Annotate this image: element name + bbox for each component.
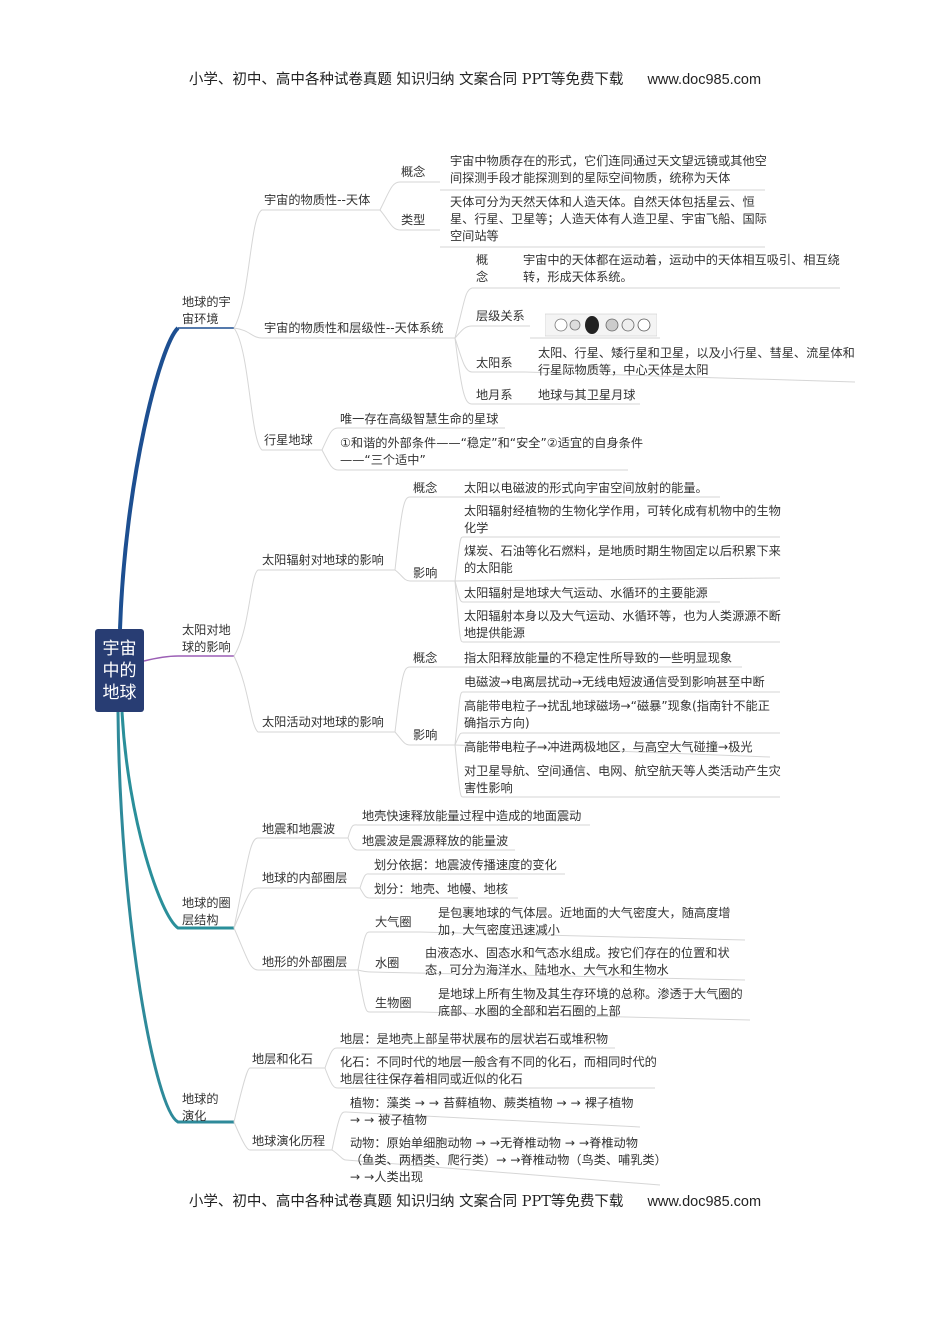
node-radiation-impact-1: 太阳辐射经植物的生物化学作用，可转化成有机物中的生物化学 xyxy=(464,504,781,535)
node-celestial-systems[interactable]: 宇宙的物质性和层级性--天体系统 xyxy=(264,321,444,335)
node-inner-line1: 划分依据：地震波传播速度的变化 xyxy=(374,858,557,872)
node-solar-system-text: 太阳、行星、矮行星和卫星，以及小行星、彗星、流星体和行星际物质等，中心天体是太阳 xyxy=(538,346,855,377)
node-strata-line: 地层：是地壳上部呈带状展布的层状岩石或堆积物 xyxy=(340,1032,609,1046)
node-planet-earth[interactable]: 行星地球 xyxy=(264,433,313,447)
node-solar-system-label[interactable]: 太阳系 xyxy=(476,356,513,370)
branch-earth-spheres[interactable]: 地球的圈层结构 xyxy=(182,896,231,927)
node-radiation-concept-label[interactable]: 概念 xyxy=(413,481,438,495)
node-activity-impact-2: 高能带电粒子→扰乱地球磁场→“磁暴”现象(指南针不能正确指示方向) xyxy=(464,699,770,730)
node-radiation-impact-2: 煤炭、石油等化石燃料，是地质时期生物固定以后积累下来的太阳能 xyxy=(464,544,781,575)
node-inner-spheres[interactable]: 地球的内部圈层 xyxy=(262,871,348,885)
footer-text: 小学、初中、高中各种试卷真题 知识归纳 文案合同 PPT等免费下载 xyxy=(188,1194,624,1210)
branch-line-2 xyxy=(143,655,234,662)
node-earth-moon-text: 地球与其卫星月球 xyxy=(538,388,636,402)
node-radiation-impact-4: 太阳辐射本身以及大气运动、水循环等，也为人类源源不断地提供能源 xyxy=(464,609,781,640)
node-activity-impact-1: 电磁波→电离层扰动→无线电短波通信受到影响甚至中断 xyxy=(464,675,765,689)
node-earth-line1: 唯一存在高级智慧生命的星球 xyxy=(340,412,499,426)
node-fossils-line: 化石：不同时代的地层一般含有不同的化石，而相同时代的地层往往保存着相同或近似的化… xyxy=(340,1055,657,1086)
node-plants-line: 植物：藻类 → → 苔藓植物、蕨类植物 → → 裸子植物 → → 被子植物 xyxy=(350,1096,634,1127)
node-hierarchy-label[interactable]: 层级关系 xyxy=(476,309,525,323)
node-activity-impact-4: 对卫星导航、空间通信、电网、航空航天等人类活动产生灾害性影响 xyxy=(464,764,781,795)
branch-line-4 xyxy=(116,711,234,1124)
node-earthquake-line2: 地震波是震源释放的能量波 xyxy=(362,834,509,848)
branch-line-1 xyxy=(118,326,180,630)
node-atmosphere-text: 是包裹地球的气体层。近地面的大气密度大，随高度增加，大气密度迅速减小 xyxy=(438,906,731,937)
root-node[interactable]: 宇宙中的地球 xyxy=(95,629,144,712)
branch-line-3 xyxy=(120,711,234,930)
node-activity-impact-label[interactable]: 影响 xyxy=(413,728,438,742)
node-hydrosphere-text: 由液态水、固态水和气态水组成。按它们存在的位置和状态，可分为海洋水、陆地水、大气… xyxy=(425,946,730,977)
node-animals-line: 动物：原始单细胞动物 → →无脊椎动物 → →脊椎动物（鱼类、两栖类、爬行类）→… xyxy=(350,1136,661,1184)
branch-universe-environment[interactable]: 地球的宇宙环境 xyxy=(182,295,231,326)
node-earth-line2: ①和谐的外部条件——“稳定”和“安全”②适宜的自身条件——“三个适中” xyxy=(340,436,644,467)
node-activity-concept-label[interactable]: 概念 xyxy=(413,651,438,665)
footer-url[interactable]: www.doc985.com xyxy=(647,1194,762,1210)
node-systems-concept-text: 宇宙中的天体都在运动着，运动中的天体相互吸引、相互绕转，形成天体系统。 xyxy=(523,253,840,284)
node-outer-spheres[interactable]: 地形的外部圈层 xyxy=(262,955,348,969)
branch-earth-evolution[interactable]: 地球的演化 xyxy=(182,1092,219,1123)
header-text: 小学、初中、高中各种试卷真题 知识归纳 文案合同 PPT等免费下载 xyxy=(188,72,624,88)
node-atmosphere-label[interactable]: 大气圈 xyxy=(375,915,412,929)
branch-sun-influence[interactable]: 太阳对地球的影响 xyxy=(182,623,231,654)
node-types-label[interactable]: 类型 xyxy=(401,213,426,227)
node-systems-concept-label[interactable]: 概念 xyxy=(476,253,489,284)
node-biosphere-text: 是地球上所有生物及其生存环境的总称。渗透于大气圈的底部、水圈的全部和岩石圈的上部 xyxy=(438,987,743,1018)
node-earthquake[interactable]: 地震和地震波 xyxy=(262,822,336,836)
page-footer: 小学、初中、高中各种试卷真题 知识归纳 文案合同 PPT等免费下载 www.doc… xyxy=(0,1190,950,1211)
node-inner-line2: 划分：地壳、地幔、地核 xyxy=(374,882,509,896)
node-solar-activity[interactable]: 太阳活动对地球的影响 xyxy=(262,715,384,729)
root-label: 宇宙中的地球 xyxy=(102,638,137,703)
node-activity-concept-text: 指太阳释放能量的不稳定性所导致的一些明显现象 xyxy=(464,651,733,665)
node-solar-radiation[interactable]: 太阳辐射对地球的影响 xyxy=(262,553,384,567)
node-strata-fossils[interactable]: 地层和化石 xyxy=(252,1052,313,1066)
node-earth-moon-label[interactable]: 地月系 xyxy=(476,388,513,402)
node-types-text: 天体可分为天然天体和人造天体。自然天体包括星云、恒星、行星、卫星等；人造天体有人… xyxy=(450,195,767,243)
node-radiation-concept-text: 太阳以电磁波的形式向宇宙空间放射的能量。 xyxy=(464,481,708,495)
node-concept-text: 宇宙中物质存在的形式，它们连同通过天文望远镜或其他空间探测手段才能探测到的星际空… xyxy=(450,154,767,185)
node-celestial-bodies[interactable]: 宇宙的物质性--天体 xyxy=(264,193,371,207)
node-evolution-history[interactable]: 地球演化历程 xyxy=(252,1134,326,1148)
node-activity-impact-3: 高能带电粒子→冲进两极地区，与高空大气碰撞→极光 xyxy=(464,740,753,754)
header-url[interactable]: www.doc985.com xyxy=(647,72,762,88)
node-biosphere-label[interactable]: 生物圈 xyxy=(375,996,412,1010)
celestial-hierarchy-diagram xyxy=(545,313,657,337)
node-earthquake-line1: 地壳快速释放能量过程中造成的地面震动 xyxy=(362,809,582,823)
node-concept-label[interactable]: 概念 xyxy=(401,165,426,179)
page-header: 小学、初中、高中各种试卷真题 知识归纳 文案合同 PPT等免费下载 www.doc… xyxy=(0,68,950,89)
node-radiation-impact-3: 太阳辐射是地球大气运动、水循环的主要能源 xyxy=(464,586,708,600)
node-hydrosphere-label[interactable]: 水圈 xyxy=(375,956,400,970)
node-radiation-impact-label[interactable]: 影响 xyxy=(413,566,438,580)
